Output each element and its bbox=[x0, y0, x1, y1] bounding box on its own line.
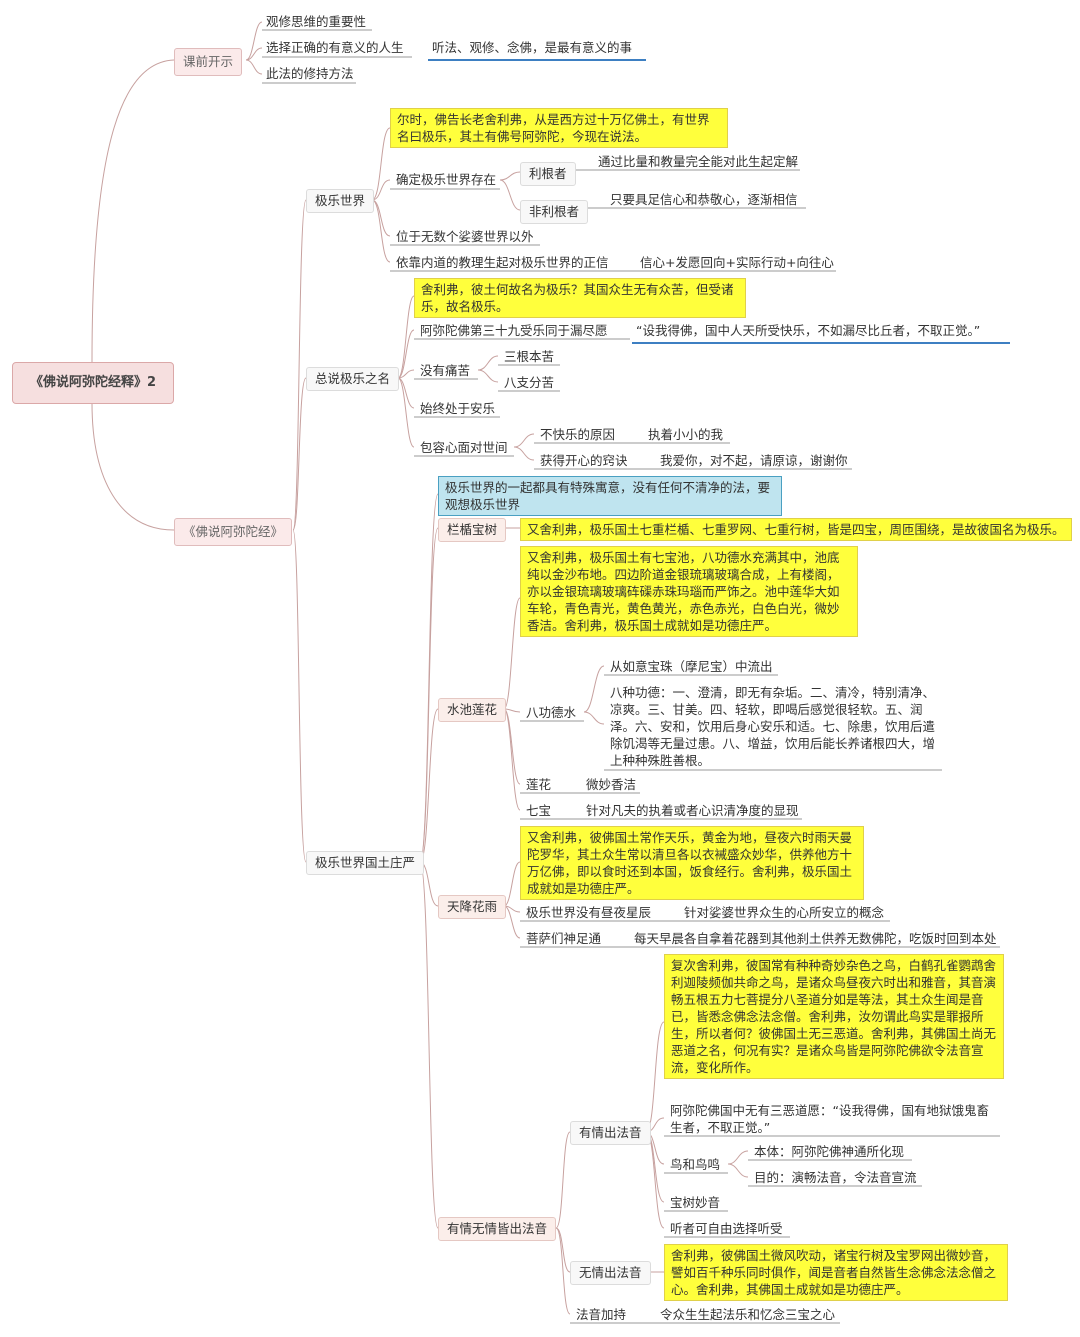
birds-essence: 本体：阿弥陀佛神通所化现 bbox=[754, 1144, 905, 1159]
no-day-night[interactable]: 极乐世界没有昼夜星辰 bbox=[526, 905, 652, 920]
listener-choice[interactable]: 听者可自由选择听受 bbox=[670, 1221, 783, 1236]
confirm-existence[interactable]: 确定极乐世界存在 bbox=[396, 172, 497, 187]
topic-pre-lecture[interactable]: 课前开示 bbox=[174, 48, 243, 76]
unhappy-cause[interactable]: 不快乐的原因 bbox=[540, 427, 616, 442]
tolerance[interactable]: 包容心面对世间 bbox=[420, 440, 508, 455]
vow-39[interactable]: 阿弥陀佛第三十九受乐同于漏尽愿 bbox=[420, 323, 608, 338]
birds-purpose: 目的：演畅法音，令法音宣流 bbox=[754, 1170, 917, 1185]
insentient-quote: 舍利弗，彼佛国土微风吹动，诸宝行树及宝罗网出微妙音，譬如百千种乐同时俱作，闻是音… bbox=[664, 1244, 1008, 1301]
rely-note: 信心+发愿回向+实际行动+向往心 bbox=[640, 255, 834, 270]
water-source: 从如意宝珠（摩尼宝）中流出 bbox=[610, 659, 773, 674]
happy-tip[interactable]: 获得开心的窍诀 bbox=[540, 453, 628, 468]
seven-treasures[interactable]: 七宝 bbox=[526, 803, 552, 818]
topic-pure-land[interactable]: 极乐世界 bbox=[306, 189, 375, 213]
topic-name[interactable]: 总说极乐之名 bbox=[306, 367, 400, 391]
birds-and-songs[interactable]: 鸟和鸟鸣 bbox=[670, 1157, 721, 1172]
seven-treasures-note: 针对凡夫的执着或者心识清净度的显现 bbox=[586, 803, 799, 818]
happy-tip-note: 我爱你，对不起，请原谅，谢谢你 bbox=[660, 453, 848, 468]
dull-faculty-note: 只要具足信心和恭敬心，逐渐相信 bbox=[610, 192, 798, 207]
sharp-faculty[interactable]: 利根者 bbox=[520, 162, 576, 186]
pure-land-quote: 尔时，佛告长老舍利弗，从是西方过十万亿佛土，有世界名曰极乐，其土有佛号阿弥陀，今… bbox=[390, 108, 728, 148]
pre-lecture-item-1[interactable]: 观修思维的重要性 bbox=[266, 14, 367, 29]
topic-flower-rain[interactable]: 天降花雨 bbox=[438, 895, 507, 919]
flower-rain-quote: 又舍利弗，彼佛国土常作天乐，黄金为地，昼夜六时雨天曼陀罗华，其土众生常以清旦各以… bbox=[520, 826, 864, 900]
topic-dharma-sounds[interactable]: 有情无情皆出法音 bbox=[438, 1217, 557, 1241]
sharp-faculty-note: 通过比量和教量完全能对此生起定解 bbox=[598, 154, 799, 169]
beyond-saha[interactable]: 位于无数个娑婆世界以外 bbox=[396, 229, 534, 244]
sentient-sounds[interactable]: 有情出法音 bbox=[570, 1121, 651, 1145]
unhappy-cause-note: 执着小小的我 bbox=[648, 427, 724, 442]
topic-railings-trees[interactable]: 栏楯宝树 bbox=[438, 518, 507, 542]
jewel-tree-sound[interactable]: 宝树妙音 bbox=[670, 1195, 721, 1210]
topic-adornment[interactable]: 极乐世界国土庄严 bbox=[306, 851, 425, 875]
three-root-suffering[interactable]: 三根本苦 bbox=[504, 349, 555, 364]
dharma-blessing-note: 令众生生起法乐和忆念三宝之心 bbox=[660, 1307, 836, 1322]
vow-39-text: “设我得佛，国中人天所受快乐，不如漏尽比丘者，不取正觉。” bbox=[632, 321, 1010, 344]
bodhisattva-powers[interactable]: 菩萨们神足通 bbox=[526, 931, 602, 946]
railings-quote: 又舍利弗，极乐国土七重栏楯、七重罗网、七重行树，皆是四宝，周匝围绕，是故彼国名为… bbox=[520, 518, 1072, 541]
adornment-note: 极乐世界的一起都具有特殊寓意，没有任何不清净的法，要观想极乐世界 bbox=[438, 476, 782, 516]
lotus[interactable]: 莲花 bbox=[526, 777, 552, 792]
eight-branch-suffering[interactable]: 八支分苦 bbox=[504, 375, 555, 390]
root-node[interactable]: 《佛说阿弥陀经释》2 bbox=[12, 362, 174, 404]
pond-quote: 又舍利弗，极乐国土有七宝池，八功德水充满其中，池底纯以金沙布地。四边阶道金银琉璃… bbox=[520, 546, 858, 637]
insentient-sounds[interactable]: 无情出法音 bbox=[570, 1261, 651, 1285]
pre-lecture-item-3[interactable]: 此法的修持方法 bbox=[266, 66, 354, 81]
dull-faculty[interactable]: 非利根者 bbox=[520, 200, 589, 224]
pre-lecture-item-2[interactable]: 选择正确的有意义的人生 bbox=[266, 40, 404, 55]
name-quote: 舍利弗，彼土何故名为极乐？其国众生无有众苦，但受诸乐，故名极乐。 bbox=[414, 278, 746, 318]
eight-merit-water[interactable]: 八功德水 bbox=[526, 705, 577, 720]
rely-on-teaching[interactable]: 依靠内道的教理生起对极乐世界的正信 bbox=[396, 255, 609, 270]
bodhisattva-powers-note: 每天早晨各自拿着花器到其他刹土供养无数佛陀，吃饭时回到本处 bbox=[634, 931, 997, 946]
dharma-blessing[interactable]: 法音加持 bbox=[576, 1307, 627, 1322]
topic-sutra[interactable]: 《佛说阿弥陀经》 bbox=[174, 518, 293, 546]
sentient-quote: 复次舍利弗，彼国常有种种奇妙杂色之鸟，白鹤孔雀鹦鹉舍利迦陵频伽共命之鸟，是诸众鸟… bbox=[664, 954, 1004, 1079]
sentient-vow: 阿弥陀佛国中无有三恶道愿：“设我得佛，国有地狱饿鬼畜生者，不取正觉。” bbox=[670, 1103, 989, 1135]
lotus-note: 微妙香洁 bbox=[586, 777, 637, 792]
topic-pond-lotus[interactable]: 水池莲花 bbox=[438, 698, 507, 722]
water-merits: 八种功德：一、澄清，即无有杂垢。二、清冷，特别清净、凉爽。三、甘美。四、轻软，即… bbox=[610, 685, 936, 768]
no-day-night-note: 针对娑婆世界众生的心所安立的概念 bbox=[684, 905, 885, 920]
pre-lecture-note: 听法、观修、念佛，是最有意义的事 bbox=[428, 38, 646, 61]
always-peaceful[interactable]: 始终处于安乐 bbox=[420, 401, 496, 416]
no-suffering[interactable]: 没有痛苦 bbox=[420, 363, 471, 378]
